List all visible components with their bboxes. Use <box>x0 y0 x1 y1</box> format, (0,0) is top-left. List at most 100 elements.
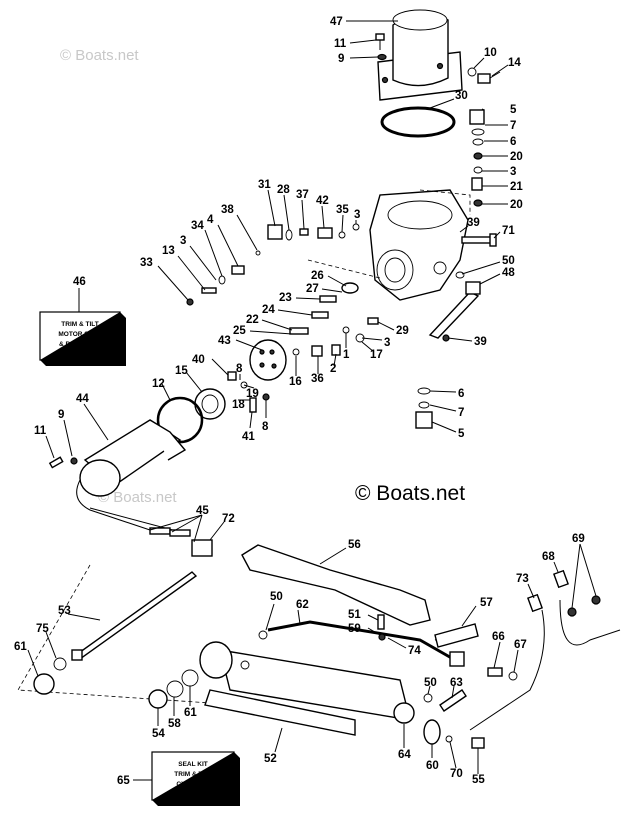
motor-washer-9 <box>70 457 78 465</box>
motor-screw-11 <box>48 456 64 469</box>
callout-61-left: 61 <box>14 641 27 653</box>
callout-43: 43 <box>218 335 231 347</box>
motor-kit-line-1: TRIM & TILT <box>61 321 98 328</box>
callout-9-motor: 9 <box>58 409 64 421</box>
callout-2: 2 <box>330 363 336 375</box>
callout-5-top: 5 <box>510 104 517 116</box>
callout-26: 26 <box>311 270 324 282</box>
callout-73: 73 <box>516 573 529 585</box>
callout-36: 36 <box>311 373 324 385</box>
callout-5-lower: 5 <box>458 428 465 440</box>
callout-58: 58 <box>168 718 181 730</box>
callout-20-lower: 20 <box>510 199 523 211</box>
callout-21: 21 <box>510 181 523 193</box>
callout-14: 14 <box>508 57 521 69</box>
callout-6-top: 6 <box>510 136 516 148</box>
callout-7-top: 7 <box>510 120 516 132</box>
pump-valve-body <box>369 189 469 301</box>
callout-20-top: 20 <box>510 151 523 163</box>
callout-50-top: 50 <box>502 255 515 267</box>
callout-3-left: 3 <box>180 235 186 247</box>
washer-75 <box>53 657 67 671</box>
callout-8-upper: 8 <box>236 363 243 375</box>
callout-35: 35 <box>336 204 349 216</box>
callout-57: 57 <box>480 597 493 609</box>
tilt-cylinder-64 <box>199 641 415 724</box>
callout-53: 53 <box>58 605 71 617</box>
callout-68: 68 <box>542 551 555 563</box>
seal-strip-52 <box>204 689 356 736</box>
callout-42: 42 <box>316 195 329 207</box>
screw-11-top <box>375 33 385 50</box>
cover-56 <box>241 544 431 626</box>
callout-44: 44 <box>76 393 89 405</box>
callout-19: 19 <box>246 388 259 400</box>
seal-kit-box: SEAL KIT TRIM & TILT CYLINDER <box>151 751 240 806</box>
parts-50-63 <box>423 689 467 712</box>
callout-48: 48 <box>502 267 515 279</box>
callout-18: 18 <box>232 399 245 411</box>
callout-69: 69 <box>572 533 585 545</box>
valve-stack-top <box>469 109 485 207</box>
leader-lines <box>27 20 597 774</box>
callout-60: 60 <box>426 760 439 772</box>
callout-11-motor: 11 <box>34 425 47 437</box>
callout-38: 38 <box>221 204 234 216</box>
oring-50-top <box>455 271 465 279</box>
shaft-53 <box>71 571 198 661</box>
callout-3-right: 3 <box>510 166 516 178</box>
seal-kit-line-2: TRIM & TILT <box>174 771 211 778</box>
callout-52: 52 <box>264 753 277 765</box>
callout-29: 29 <box>396 325 409 337</box>
spring-57 <box>434 623 479 648</box>
washer-9-top <box>377 53 387 61</box>
callout-1: 1 <box>343 349 350 361</box>
callout-74: 74 <box>408 645 421 657</box>
parts-66-67 <box>487 667 518 681</box>
callout-63: 63 <box>450 677 463 689</box>
reservoir-cover <box>377 9 463 101</box>
callout-54: 54 <box>152 728 165 740</box>
valve-stack-lower <box>415 387 433 429</box>
leader-dash-1 <box>307 259 381 279</box>
callout-50-right: 50 <box>424 677 437 689</box>
callout-62: 62 <box>296 599 309 611</box>
callout-27: 27 <box>306 283 319 295</box>
motor-seal-brush-kit-box: TRIM & TILT MOTOR SEAL & BRUSH KIT <box>39 311 126 366</box>
callout-31: 31 <box>258 179 271 191</box>
callout-3-mid: 3 <box>384 337 390 349</box>
callout-50-lower: 50 <box>270 591 283 603</box>
screw-51 <box>377 614 386 641</box>
callout-25: 25 <box>233 325 246 337</box>
callout-51: 51 <box>348 609 361 621</box>
oring-10 <box>467 67 477 77</box>
callout-39-top: 39 <box>467 217 480 229</box>
callout-8-lower: 8 <box>262 421 269 433</box>
fasteners-54-58-61 <box>148 669 199 709</box>
callout-11-top: 11 <box>334 38 347 50</box>
callout-9-top: 9 <box>338 53 344 65</box>
callout-47: 47 <box>330 16 343 28</box>
callout-23: 23 <box>279 292 292 304</box>
cable-68-73 <box>469 569 621 731</box>
callout-4: 4 <box>207 214 214 226</box>
trim-motor <box>76 419 187 533</box>
callout-numbers: 47 11 9 10 14 30 5 7 6 20 3 21 20 31 28 … <box>14 16 585 786</box>
callout-17: 17 <box>370 349 383 361</box>
callout-61-lower: 61 <box>184 707 197 719</box>
callout-13: 13 <box>162 245 175 257</box>
motor-kit-line-3: & BRUSH KIT <box>59 341 101 348</box>
callout-37: 37 <box>296 189 309 201</box>
bushing-61-left <box>33 673 55 695</box>
callout-39-mid: 39 <box>474 336 487 348</box>
hose-48 <box>428 281 481 339</box>
motor-kit-line-2: MOTOR SEAL <box>58 331 101 338</box>
callout-24: 24 <box>262 304 275 316</box>
callout-65: 65 <box>117 775 130 787</box>
callout-41: 41 <box>242 431 255 443</box>
callout-67: 67 <box>514 639 527 651</box>
valve-components-middle <box>289 282 450 357</box>
pump-assembly <box>156 339 287 444</box>
callout-28: 28 <box>277 184 290 196</box>
